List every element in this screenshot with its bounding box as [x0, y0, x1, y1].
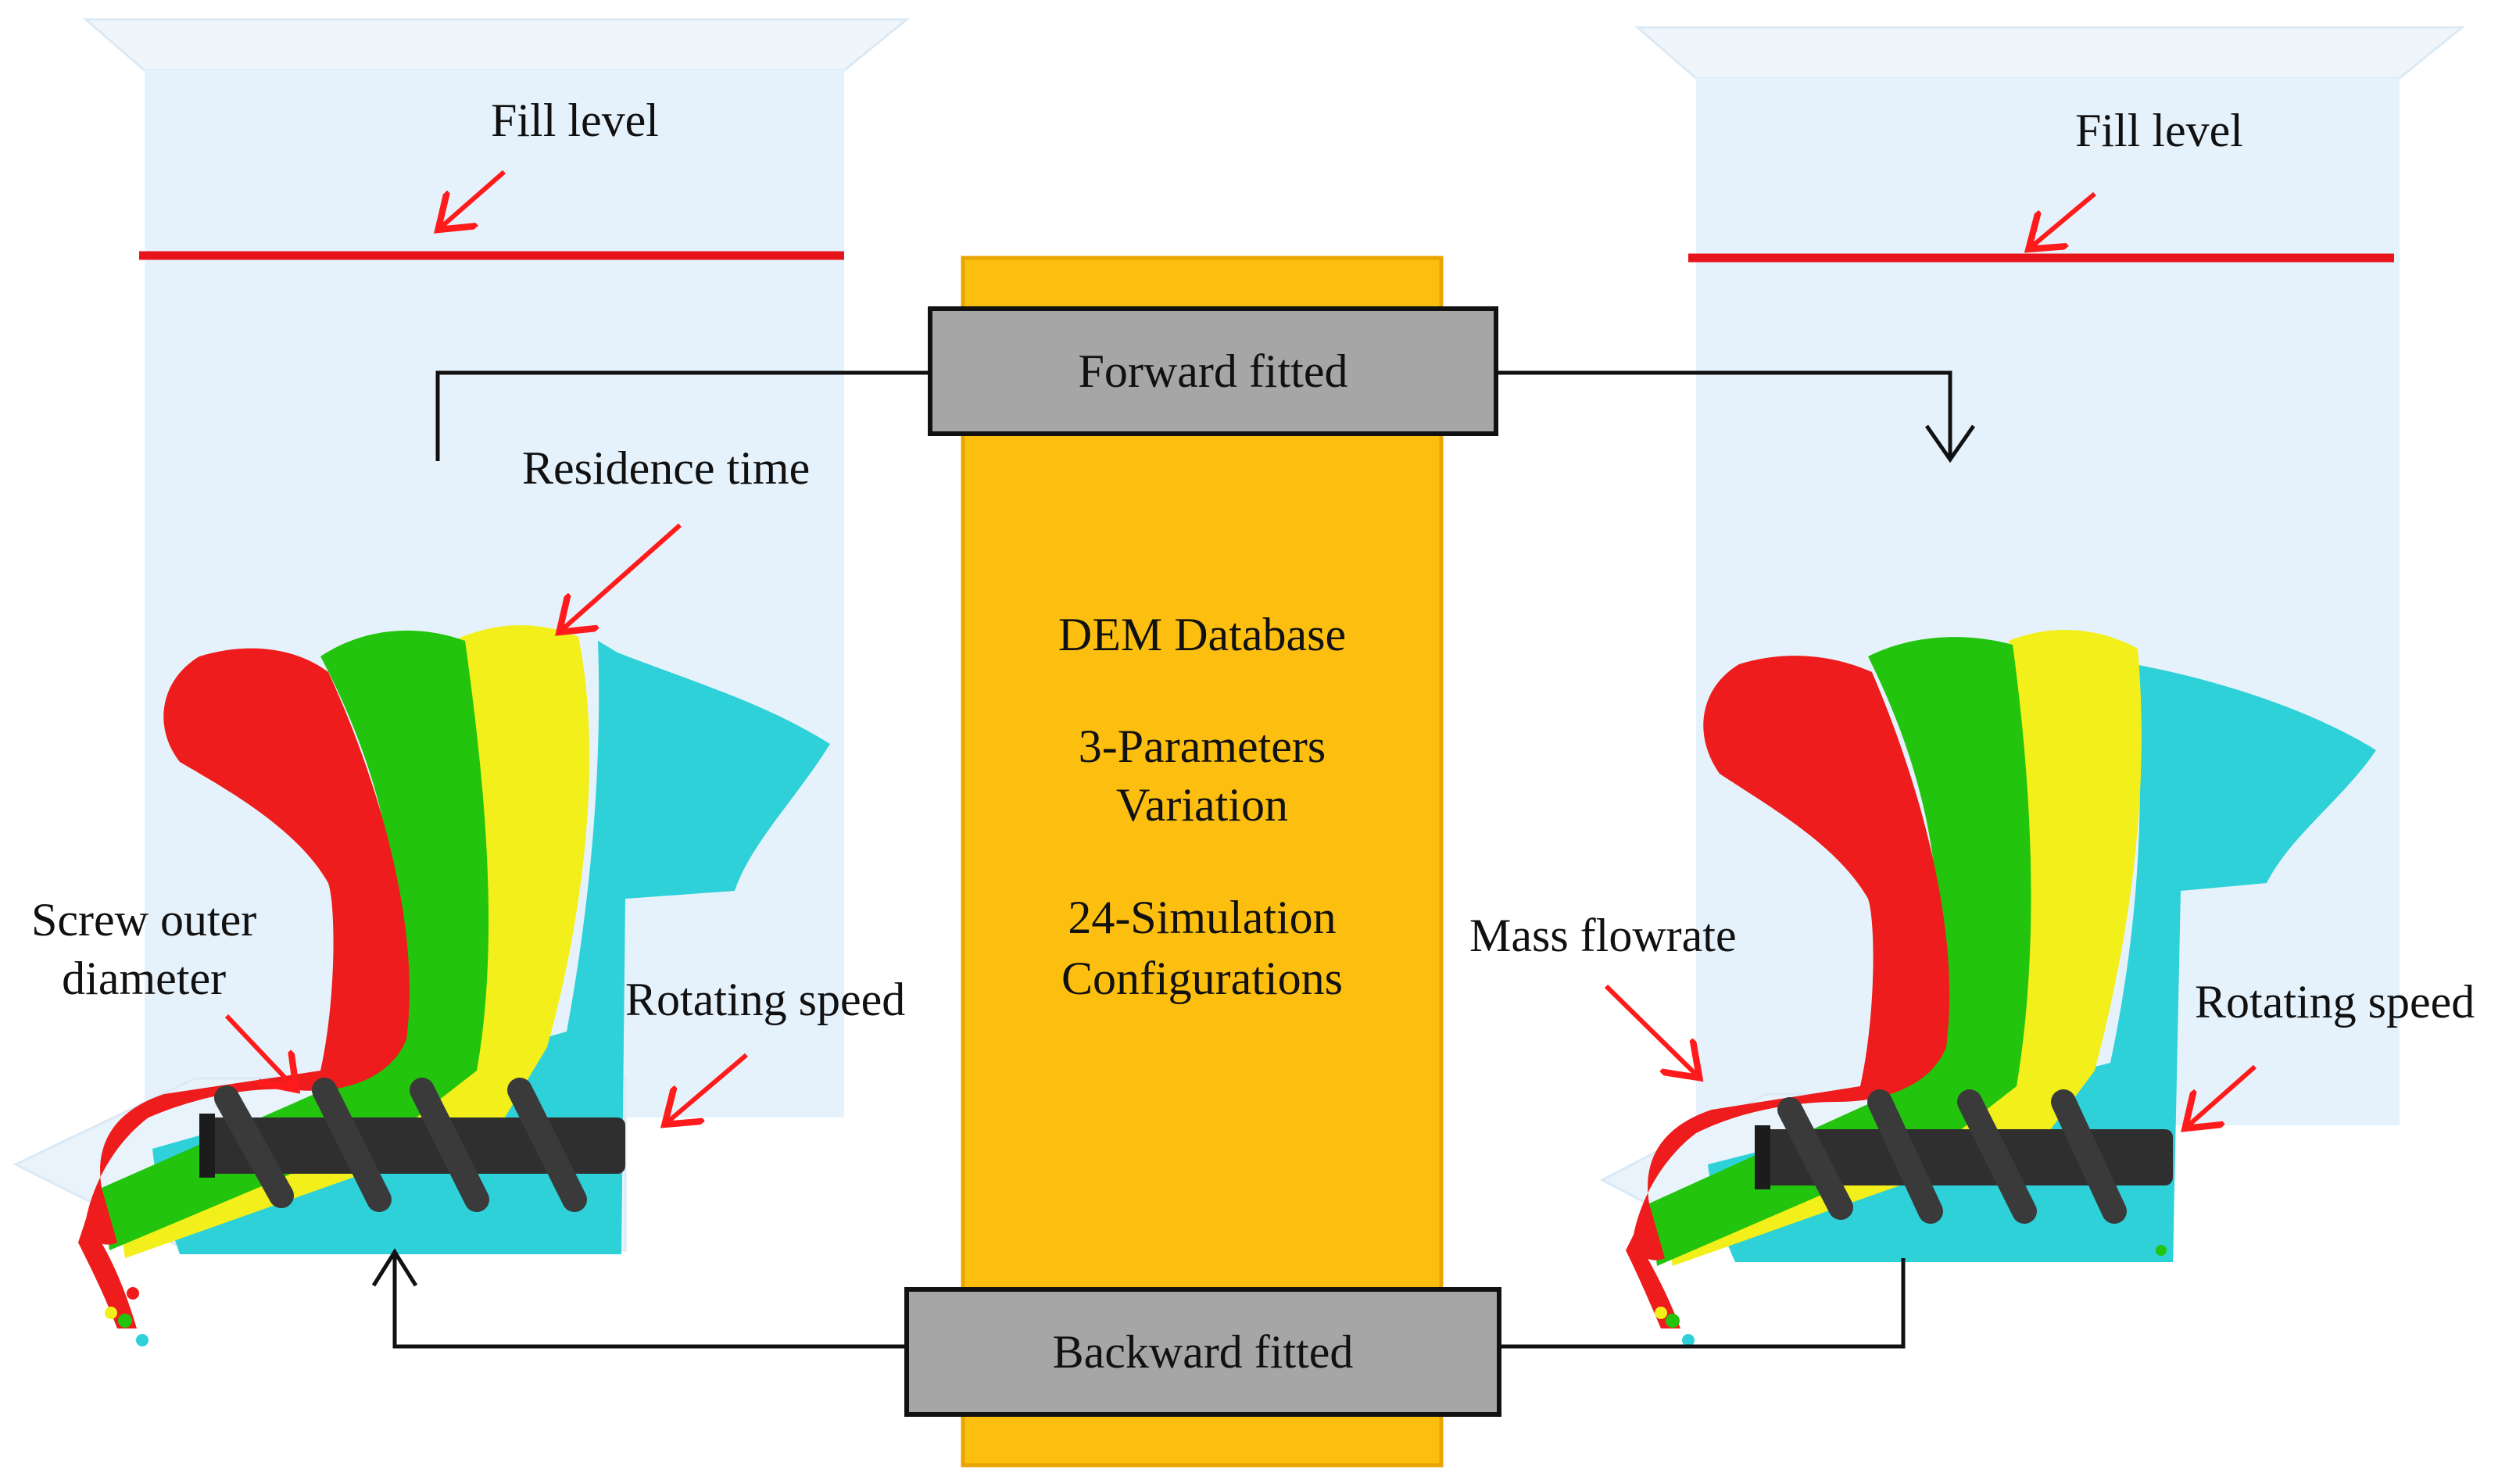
right-rotating-speed-label: Rotating speed	[2195, 976, 2475, 1028]
dem-database-title: DEM Database	[1058, 609, 1347, 660]
right-fill-level-label: Fill level	[2075, 105, 2243, 156]
left-residence-time-arrow	[563, 523, 682, 629]
left-screw-diameter-arrow	[224, 1014, 293, 1086]
backward-arrowhead	[371, 1248, 418, 1287]
right-mass-flowrate-label: Mass flowrate	[1469, 910, 1737, 961]
forward-fitted-box	[928, 306, 1498, 436]
parameters-variation-label: 3-Parameters Variation	[1078, 721, 1326, 831]
right-particles-cyan	[1708, 664, 2376, 1262]
right-particles-green	[1649, 637, 2031, 1266]
backward-connector-right	[1499, 1258, 1906, 1349]
backward-connector-left	[392, 1254, 907, 1349]
left-fill-level-arrow	[442, 170, 506, 227]
left-hopper-funnel	[82, 18, 911, 72]
left-rotating-speed-arrow	[668, 1053, 748, 1121]
right-screw	[1755, 1089, 2173, 1224]
right-particles-red	[1632, 656, 1950, 1261]
right-rotating-speed-arrow	[2189, 1064, 2257, 1125]
left-residence-time-label: Residence time	[522, 442, 811, 494]
left-screw-outer-diameter-label: Screw outer diameter	[31, 894, 257, 1004]
backward-fitted-box	[904, 1287, 1501, 1417]
forward-connector-left	[435, 370, 930, 461]
left-particle-spill	[78, 1219, 137, 1328]
dem-database-bar	[961, 256, 1444, 1468]
right-hopper-funnel	[1634, 26, 2466, 80]
forward-fitted-label: Forward fitted	[1078, 345, 1348, 397]
left-screw	[199, 1078, 625, 1212]
right-fill-level-arrow	[2032, 191, 2096, 246]
forward-arrowhead	[1924, 424, 1976, 463]
left-feeder	[13, 18, 911, 1346]
right-particle-spill	[1626, 1235, 1680, 1328]
left-particles-green	[102, 630, 489, 1250]
left-fill-level-label: Fill level	[491, 95, 659, 146]
forward-connector-right	[1496, 370, 1952, 457]
backward-fitted-label: Backward fitted	[1052, 1325, 1354, 1378]
left-particles-red	[84, 648, 410, 1245]
right-feeder	[1599, 26, 2466, 1346]
left-rotating-speed-label: Rotating speed	[625, 974, 906, 1025]
right-mass-flowrate-arrow	[1604, 984, 1696, 1075]
simulation-configurations-label: 24-Simulation Configurations	[1061, 892, 1343, 1004]
